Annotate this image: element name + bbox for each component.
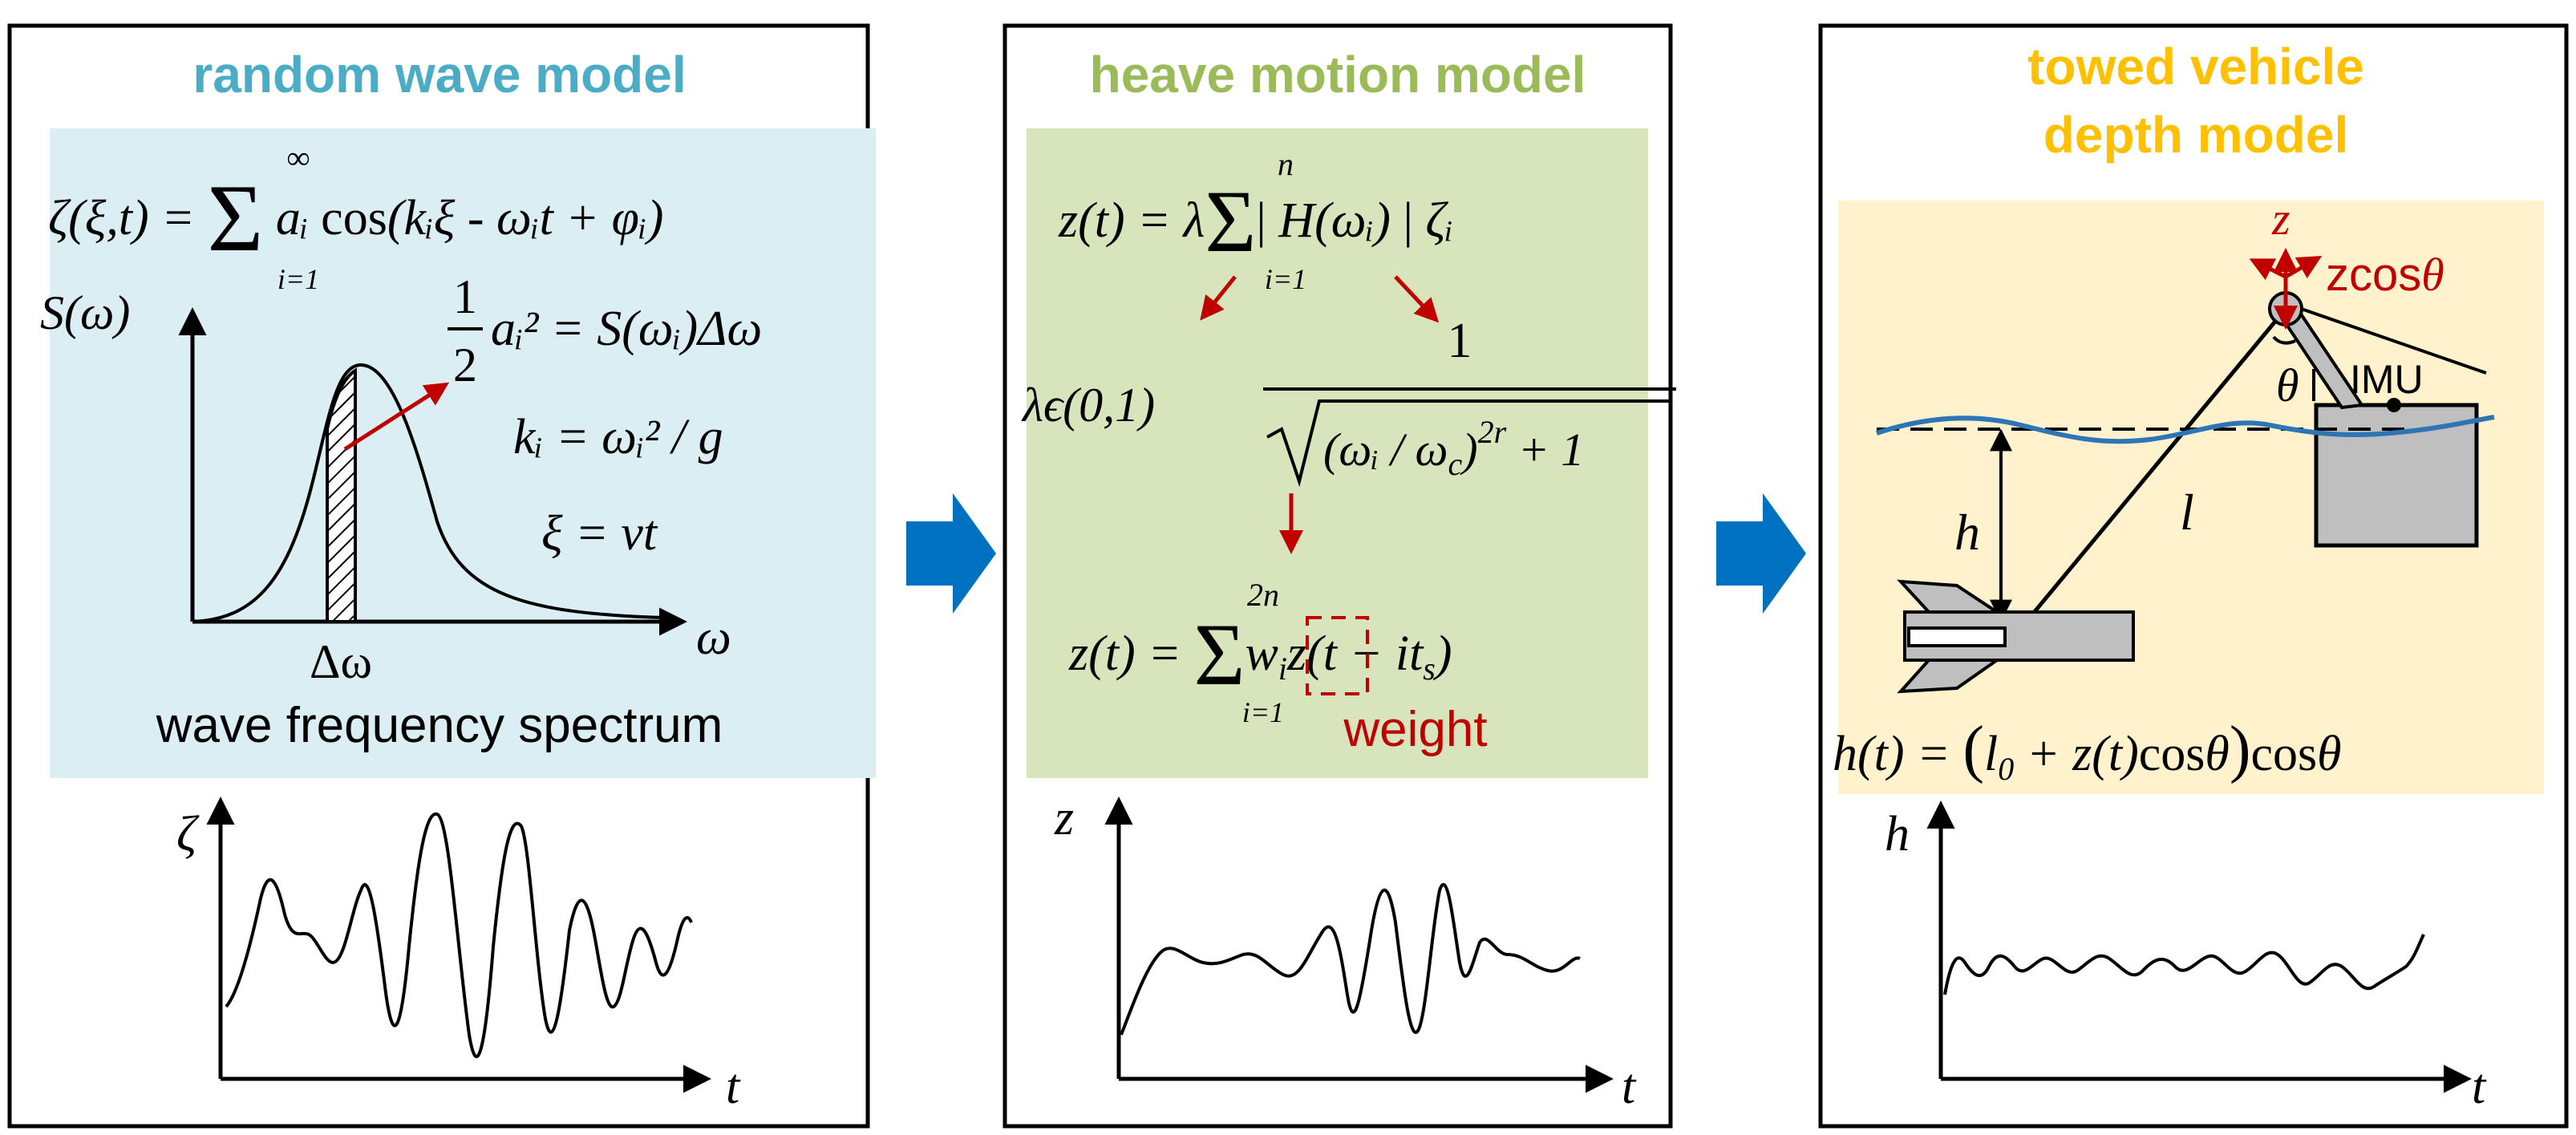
depth-response-curve bbox=[1943, 934, 2425, 995]
arrow-to-lambda bbox=[1200, 275, 1237, 321]
delta-omega-strip bbox=[326, 367, 357, 623]
imu-marker bbox=[2387, 398, 2401, 412]
wave-plot-y-label: ζ bbox=[176, 807, 200, 861]
model-background bbox=[1027, 128, 1648, 778]
panel-towed-vehicle-depth-model: towed vehicle depth model IMU l θ z zcos… bbox=[1818, 23, 2569, 1129]
half-numerator: 1 bbox=[453, 270, 477, 323]
encounter-equation: ξ = vt bbox=[541, 506, 658, 561]
wave-elevation-curve bbox=[225, 812, 693, 1059]
tow-cable bbox=[2019, 307, 2287, 630]
transfer-numerator: 1 bbox=[1448, 314, 1472, 368]
panel-random-wave-model: random wave model ζ(ξ,t) = Σ aᵢ cos(kᵢξ … bbox=[7, 23, 876, 1129]
spectrum-to-equation-arrow bbox=[343, 382, 450, 452]
depth-plot-y-label: h bbox=[1885, 807, 1910, 861]
panel-title-line-1: towed vehicle bbox=[2027, 38, 2364, 95]
flow-arrow-2 bbox=[1716, 493, 1806, 614]
theta-arc bbox=[2272, 335, 2296, 345]
model-background bbox=[50, 128, 876, 778]
sum-lower-limit: i=1 bbox=[1242, 696, 1284, 728]
crane-boom bbox=[2289, 303, 2487, 375]
wavenumber-equation: kᵢ = ωᵢ² / g bbox=[513, 410, 723, 464]
zcos-arrow-right bbox=[2284, 256, 2323, 279]
spectrum-x-label: ω bbox=[696, 610, 731, 665]
wave-plot-x-label: t bbox=[726, 1060, 741, 1114]
theta-label: θ bbox=[2276, 359, 2299, 411]
depth-plot-x-label: t bbox=[2472, 1060, 2487, 1114]
sqrt-sign bbox=[1266, 399, 1672, 488]
half-denominator: 2 bbox=[453, 338, 477, 391]
lambda-range: λϵ(0,1) bbox=[1021, 379, 1155, 432]
sum-lower-limit: i=1 bbox=[277, 263, 319, 295]
spectrum-caption: wave frequency spectrum bbox=[156, 698, 723, 753]
spectrum-curve bbox=[192, 363, 666, 623]
sum-upper-limit: 2n bbox=[1247, 577, 1279, 613]
z-label: z bbox=[2271, 193, 2290, 245]
sum-lower-limit: i=1 bbox=[1265, 263, 1306, 295]
zcos-label: zcosθ bbox=[2326, 249, 2444, 301]
zcos-arrow-left bbox=[2249, 258, 2287, 281]
depth-label: h bbox=[1954, 504, 1980, 561]
weight-label: weight bbox=[1343, 702, 1487, 757]
panel-heave-motion-model: heave motion model z(t) = λΣ| H(ωᵢ) | ζᵢ… bbox=[1002, 23, 1676, 1129]
sum-upper-limit: ∞ bbox=[287, 140, 310, 176]
spectrum-y-label: S(ω) bbox=[40, 286, 130, 339]
heave-plot-x-label: t bbox=[1622, 1060, 1637, 1114]
panel-title-line-2: depth model bbox=[2043, 106, 2348, 164]
amplitude-spectrum-equation: aᵢ² = S(ωᵢ)Δω bbox=[491, 302, 762, 356]
cable-length-label: l bbox=[2180, 484, 2194, 541]
towed-vehicle bbox=[1897, 579, 2135, 694]
delta-omega-label: Δω bbox=[310, 635, 372, 688]
panel-title: heave motion model bbox=[1090, 46, 1586, 103]
vehicle-window bbox=[1907, 626, 2007, 647]
wave-surface bbox=[1876, 415, 2495, 444]
heave-plot-y-label: z bbox=[1054, 791, 1074, 845]
weight-highlight-box bbox=[1306, 616, 1369, 695]
arrow-to-transfer bbox=[1394, 275, 1440, 323]
depth-equation: h(t) = (l0 + z(t)cosθ)cosθ bbox=[1833, 714, 2342, 787]
imu-label: IMU bbox=[2350, 357, 2424, 402]
panel-title: random wave model bbox=[192, 46, 686, 103]
flow-arrow-1 bbox=[906, 493, 996, 614]
heave-response-curve bbox=[1120, 882, 1581, 1036]
sum-upper-limit: n bbox=[1278, 146, 1294, 182]
